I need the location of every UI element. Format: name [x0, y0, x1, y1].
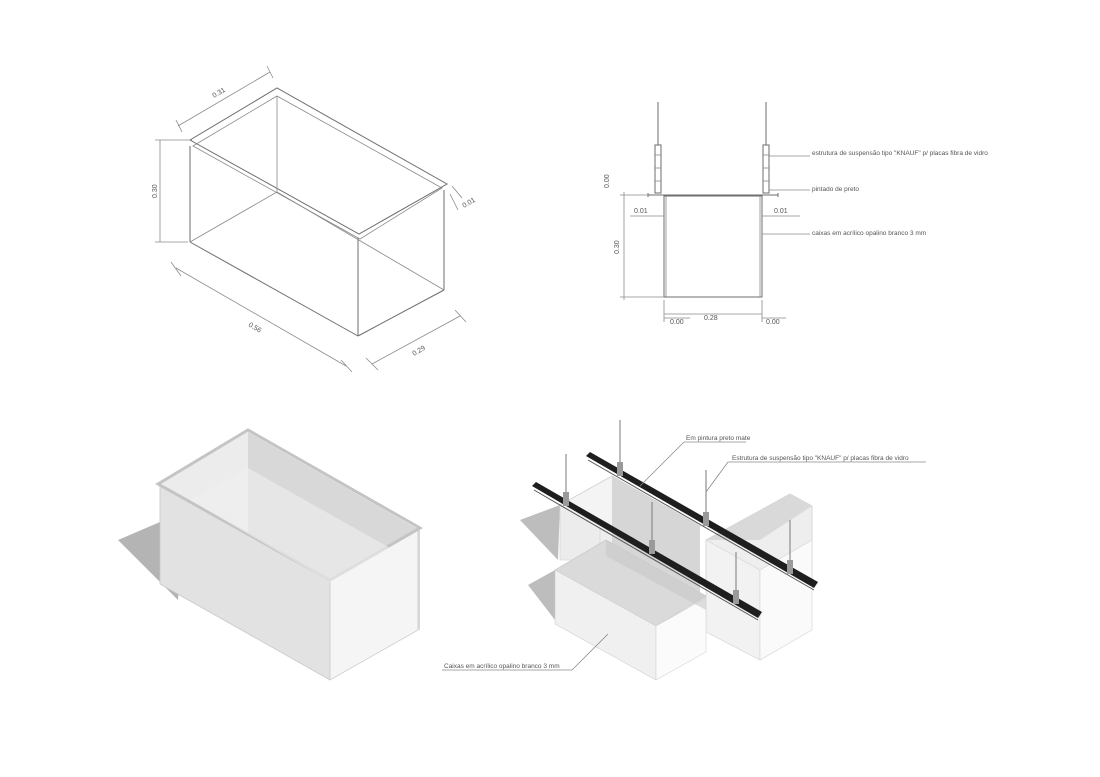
section-dim-bottom-left: 0.00 — [670, 319, 684, 326]
iso-dim-top: 0.31 — [212, 87, 227, 100]
iso-dim-width: 0.29 — [412, 345, 427, 358]
iso-dim-thickness: 0.01 — [462, 197, 477, 210]
iso-dim-height: 0.30 — [152, 184, 159, 198]
assembly-leaders — [442, 441, 926, 671]
section-dimensions — [620, 192, 800, 322]
iso-dimensions — [155, 65, 467, 373]
assembly-note-paint: Em pintura preto mate — [686, 435, 751, 442]
section-note-suspension: estrutura de suspensão tipo "KNAUF" p/ p… — [812, 150, 988, 157]
assembly-perspective — [520, 420, 818, 681]
iso-dim-length: 0.56 — [247, 322, 262, 335]
section-dim-bottom-right: 0.00 — [766, 319, 780, 326]
section-leaders — [762, 155, 810, 235]
assembly-note-box: Caixas em acrílico opalino branco 3 mm — [444, 663, 560, 670]
section-drawing — [647, 102, 779, 298]
section-dim-right-offset: 0.01 — [774, 208, 788, 215]
assembly-note-suspension: Estrutura de suspensão tipo "KNAUF" p/ p… — [732, 455, 909, 462]
section-dim-height: 0.30 — [614, 240, 621, 254]
section-note-box: caixas em acrílico opalino branco 3 mm — [812, 230, 926, 237]
section-dim-left-offset: 0.01 — [634, 208, 648, 215]
section-note-paint: pintado de preto — [812, 186, 859, 193]
iso-box-wireframe — [188, 87, 449, 337]
iso-box-shaded — [118, 428, 424, 681]
section-dim-top-gap: 0.00 — [604, 174, 611, 188]
section-dim-width: 0.28 — [704, 315, 718, 322]
